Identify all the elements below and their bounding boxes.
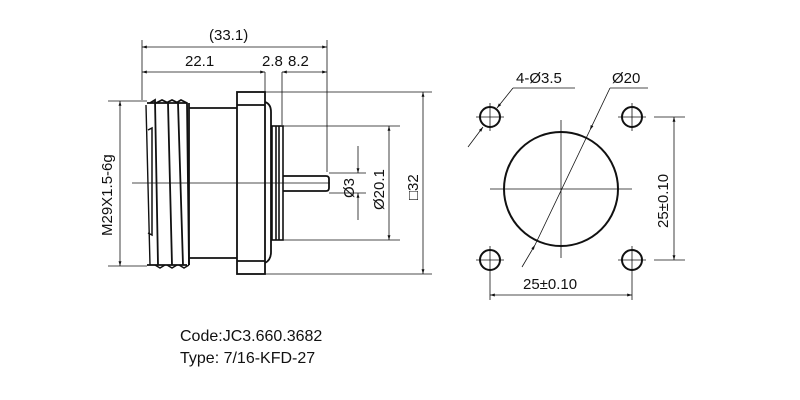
- hole-top-left: [476, 103, 504, 131]
- front-dimension-lines: [467, 87, 685, 297]
- flange-square-label: □32: [405, 174, 422, 200]
- square-symbol: □: [405, 191, 422, 200]
- pin: [283, 175, 330, 192]
- mounting-holes: [476, 103, 646, 300]
- side-view: [108, 40, 432, 275]
- svg-text:4-Ø3.5: 4-Ø3.5: [516, 70, 562, 87]
- insulator: [271, 125, 284, 241]
- svg-text:□32: □32: [405, 174, 422, 200]
- hole-bottom-right: [618, 246, 646, 300]
- vertical-spacing-label: 25±0.10: [655, 174, 672, 228]
- body-length-label: 22.1: [185, 53, 214, 70]
- thread-section: [145, 98, 190, 269]
- side-dimension-lines: [108, 40, 432, 275]
- diameter-symbol: Ø: [371, 198, 388, 210]
- hole-top-right: [618, 103, 646, 131]
- svg-text:Ø20.1: Ø20.1: [371, 169, 388, 210]
- pin-diameter-label: Ø3: [341, 178, 358, 198]
- flange-thickness-label: 2.8: [262, 53, 283, 70]
- hole-bottom-left: [476, 246, 504, 300]
- svg-text:Ø3: Ø3: [341, 178, 358, 198]
- horizontal-spacing-label: 25±0.10: [523, 276, 577, 293]
- thread-spec-label: M29X1.5-6g: [99, 154, 116, 236]
- overall-length-label: (33.1): [209, 27, 248, 44]
- insulator-diameter-label: Ø20.1: [371, 169, 388, 210]
- front-view: [467, 87, 685, 300]
- diameter-symbol: Ø: [612, 70, 624, 87]
- body-diameter-label: Ø20: [612, 70, 640, 87]
- part-code: Code:JC3.660.3682: [180, 328, 323, 345]
- pin-length-label: 8.2: [288, 53, 309, 70]
- flange: [236, 91, 272, 275]
- svg-text:Ø20: Ø20: [612, 70, 640, 87]
- part-type: Type: 7/16-KFD-27: [180, 350, 316, 367]
- diameter-symbol: Ø: [341, 186, 358, 198]
- mounting-holes-label: 4-Ø3.5: [516, 70, 562, 87]
- body: [189, 107, 237, 259]
